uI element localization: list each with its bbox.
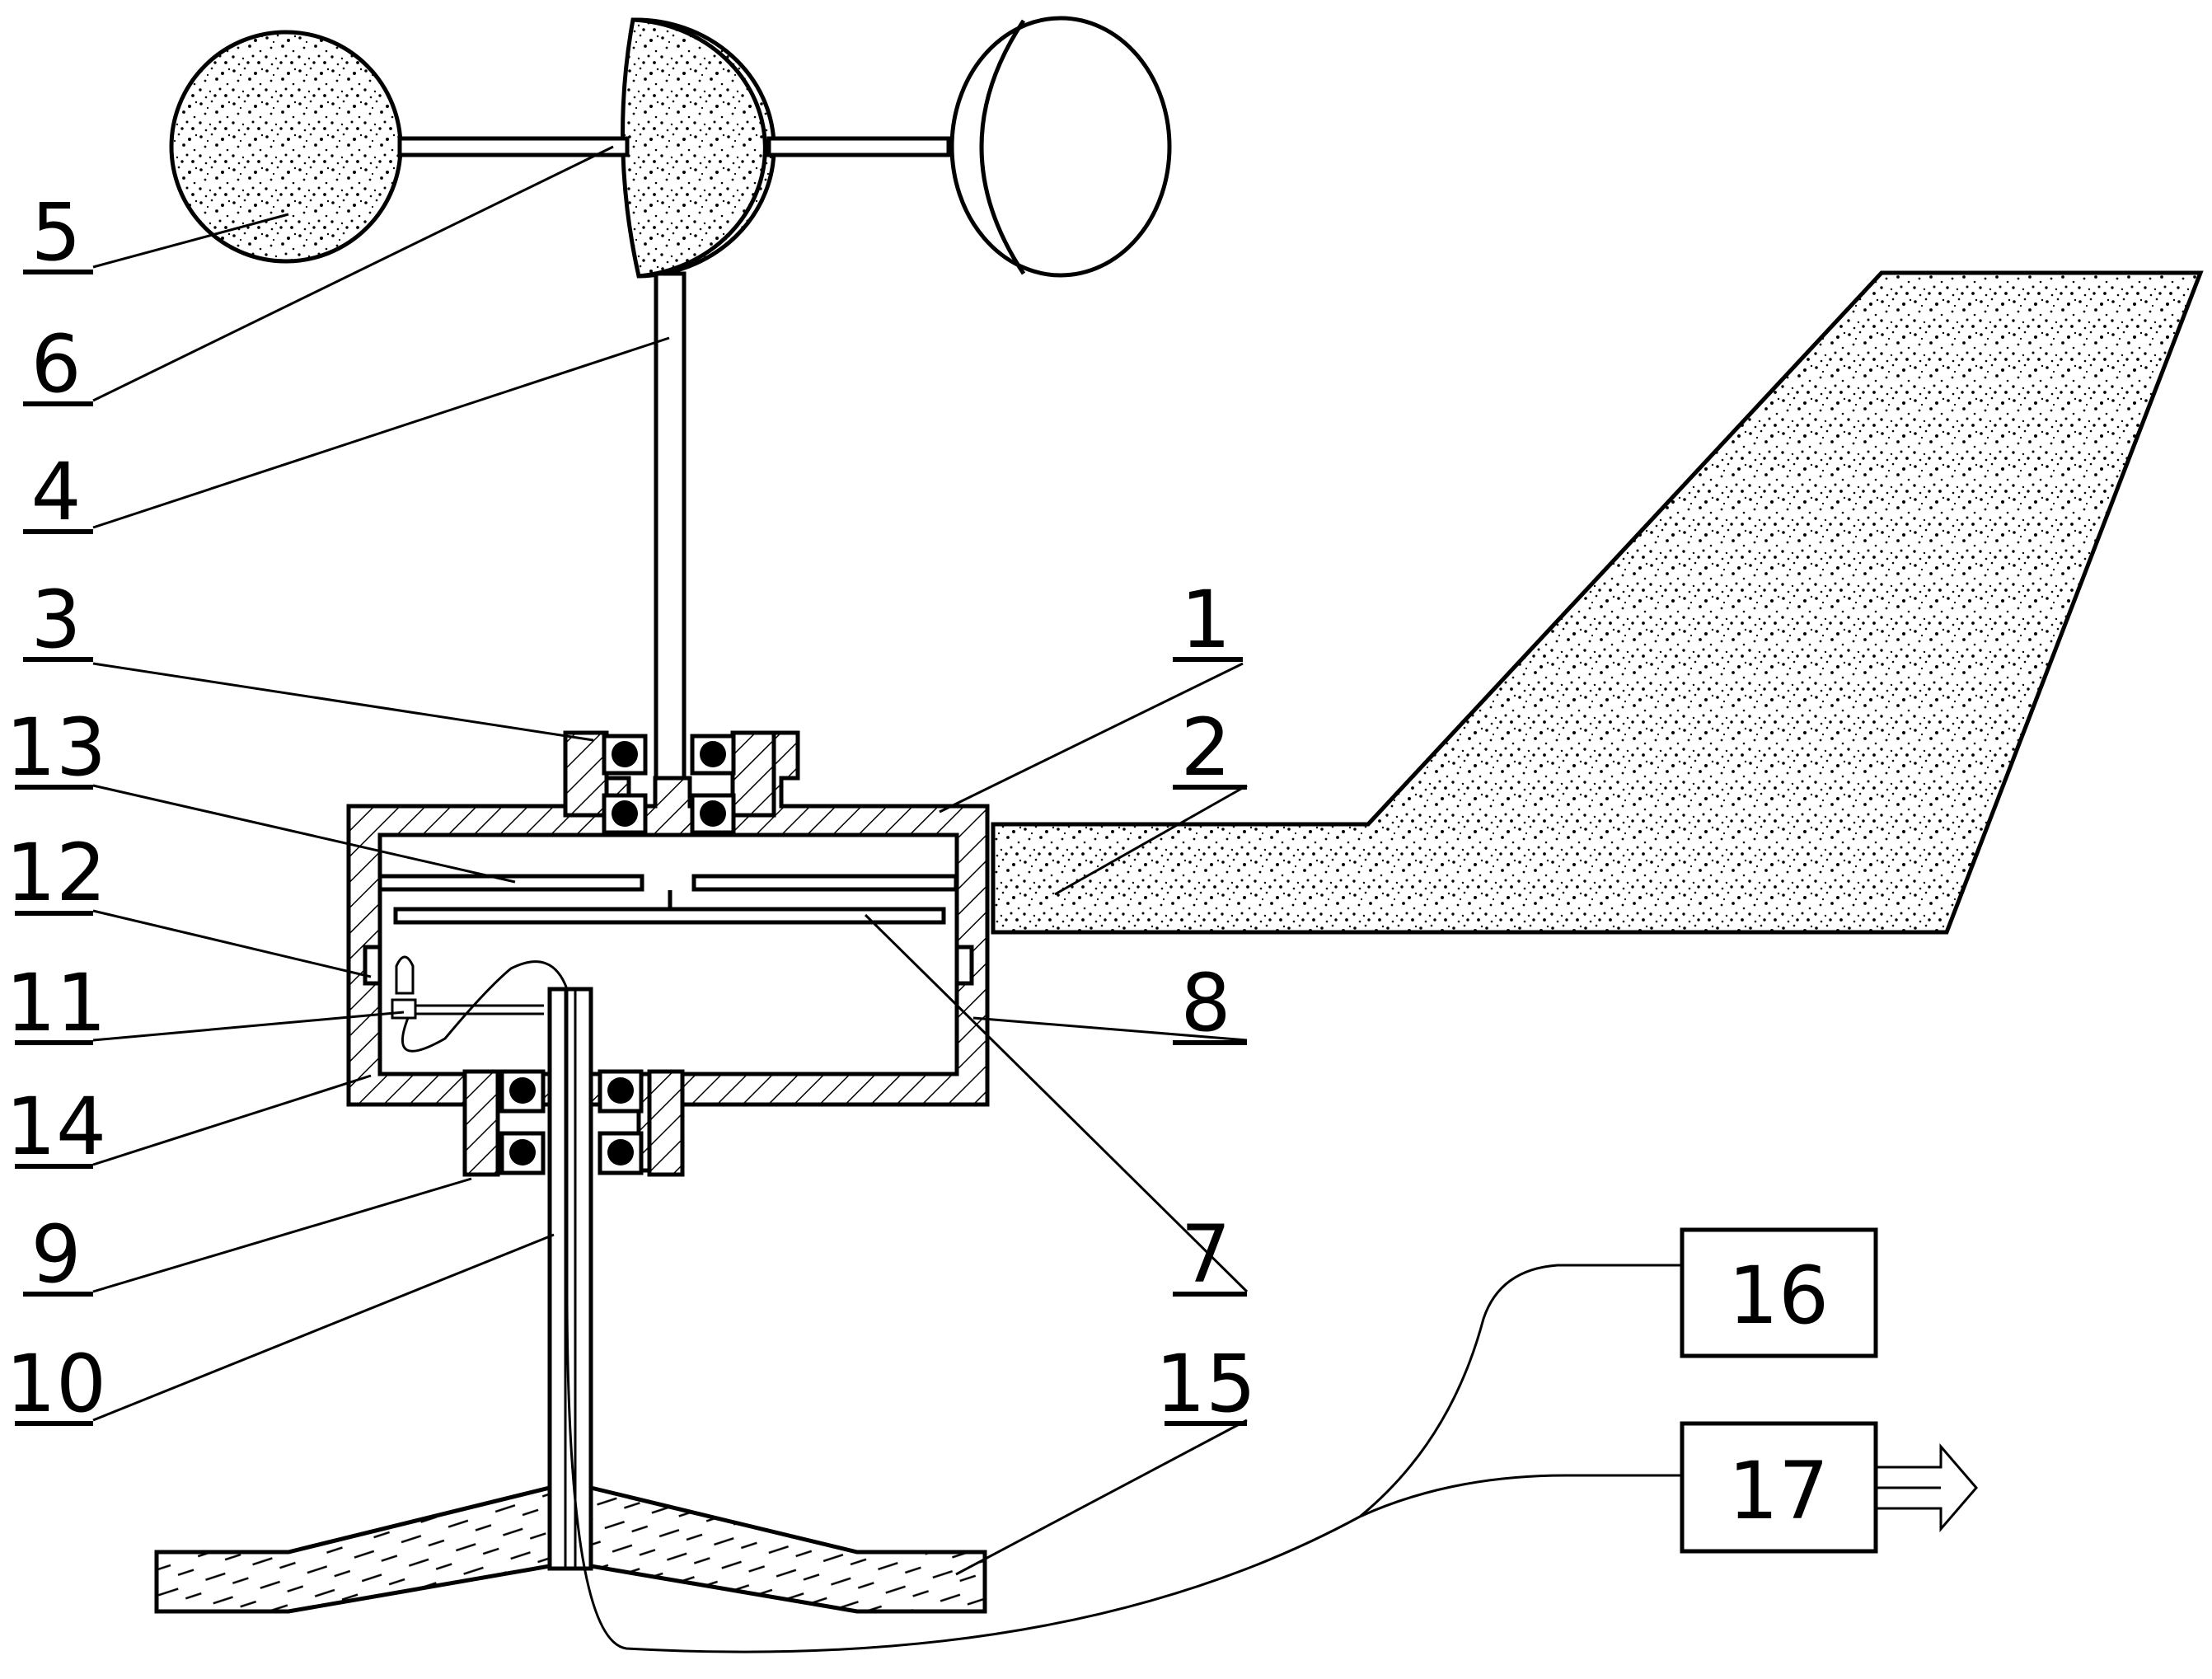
svg-text:9: 9 xyxy=(30,1208,81,1301)
box-16: 16 xyxy=(1680,1227,1878,1358)
label-1: 1 xyxy=(1173,574,1243,666)
label-12: 12 xyxy=(6,827,106,919)
tail-vane xyxy=(991,270,2204,935)
label-10: 10 xyxy=(6,1338,106,1430)
svg-text:5: 5 xyxy=(30,186,81,279)
wind-cup-right xyxy=(949,16,1172,278)
signal-wires xyxy=(565,989,1682,1653)
svg-text:1: 1 xyxy=(1180,574,1230,666)
label-9: 9 xyxy=(23,1208,93,1301)
lower-tube xyxy=(547,987,593,1571)
label-11: 11 xyxy=(6,957,106,1049)
label-6: 6 xyxy=(23,318,93,410)
output-arrow-icon xyxy=(1876,1442,1978,1533)
svg-text:6: 6 xyxy=(30,318,81,410)
lower-bearings xyxy=(499,1069,644,1175)
side-slot-right xyxy=(954,945,974,986)
label-8: 8 xyxy=(1173,957,1247,1049)
wind-cup-middle xyxy=(621,17,776,279)
label-2: 2 xyxy=(1173,701,1247,794)
svg-text:2: 2 xyxy=(1180,701,1230,794)
upper-bearings xyxy=(602,734,736,835)
svg-text:14: 14 xyxy=(6,1081,106,1173)
svg-text:17: 17 xyxy=(1728,1445,1829,1537)
label-15: 15 xyxy=(1155,1338,1256,1430)
svg-text:3: 3 xyxy=(30,574,81,666)
label-4: 4 xyxy=(23,446,93,538)
svg-text:10: 10 xyxy=(6,1338,106,1430)
wind-cup-left xyxy=(169,30,403,264)
svg-text:16: 16 xyxy=(1728,1250,1829,1342)
label-5: 5 xyxy=(23,186,93,279)
inner-plates xyxy=(377,874,958,925)
svg-text:8: 8 xyxy=(1180,957,1230,1049)
svg-text:13: 13 xyxy=(6,701,106,794)
cup-arms xyxy=(397,136,951,157)
label-3: 3 xyxy=(23,574,93,666)
base xyxy=(154,1484,987,1614)
svg-text:15: 15 xyxy=(1155,1338,1256,1430)
svg-text:4: 4 xyxy=(30,446,81,538)
label-14: 14 xyxy=(6,1081,106,1173)
svg-text:7: 7 xyxy=(1180,1208,1230,1301)
svg-text:11: 11 xyxy=(6,957,106,1049)
sensor-element xyxy=(391,955,569,1053)
leader-lines xyxy=(92,145,1249,1576)
label-13: 13 xyxy=(6,701,106,794)
box-17: 17 xyxy=(1680,1421,1878,1554)
svg-text:12: 12 xyxy=(6,827,106,919)
housing xyxy=(346,730,990,1177)
side-slot-left xyxy=(363,945,382,986)
label-7: 7 xyxy=(1173,1208,1247,1301)
